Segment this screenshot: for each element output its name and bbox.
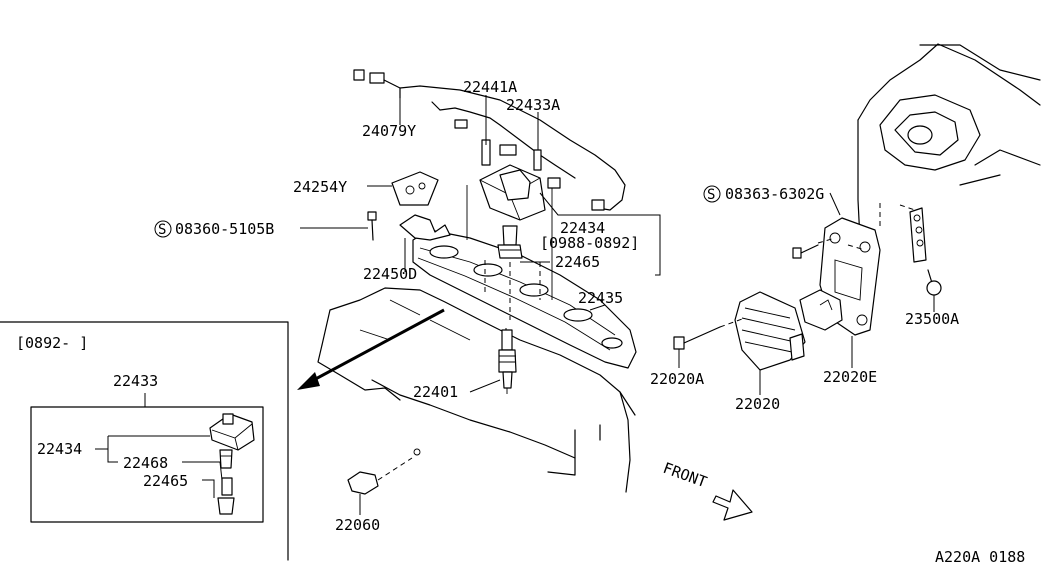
cover-24254Y	[391, 171, 439, 206]
bolt-08363-6302G	[792, 244, 819, 259]
s-symbol-icon	[154, 220, 172, 238]
label-front: FRONT	[661, 459, 710, 491]
inset-label-22468: 22468	[123, 454, 168, 472]
inset-leaders	[95, 393, 223, 498]
label-22401: 22401	[413, 383, 458, 401]
bracket-22020E	[799, 217, 881, 368]
label-22465: 22465	[555, 253, 600, 271]
inset-label-22433: 22433	[113, 372, 158, 390]
label-22020A: 22020A	[650, 370, 704, 388]
bracket-22450D	[399, 214, 451, 272]
leader-lines	[300, 95, 841, 393]
inset-frame	[0, 321, 289, 561]
label-22020E: 22020E	[823, 368, 877, 386]
direction-arrow	[297, 308, 445, 390]
s-symbol-icon-2	[703, 185, 721, 203]
drawing-code: A220A 0188	[935, 548, 1025, 566]
harness-24079Y	[353, 69, 626, 211]
module-22020	[734, 291, 806, 395]
label-22434: 22434	[560, 219, 605, 237]
label-22020: 22020	[735, 395, 780, 413]
label-22450D: 22450D	[363, 265, 417, 283]
s-symbol-text-2: S	[707, 187, 715, 203]
bolt-08360-5105B	[367, 211, 377, 241]
alignment-dashes	[817, 203, 916, 251]
label-22060: 22060	[335, 516, 380, 534]
spark-plug-22401	[498, 329, 517, 394]
bracket-23500A	[909, 207, 942, 312]
label-08363-6302G: 08363-6302G	[725, 185, 824, 203]
s-symbol-text: S	[158, 222, 166, 238]
label-23500A: 23500A	[905, 310, 959, 328]
label-22441A: 22441A	[463, 78, 517, 96]
inset-coil	[209, 413, 255, 515]
front-indicator	[712, 489, 753, 521]
label-22435: 22435	[578, 289, 623, 307]
inset-range-label: [0892- ]	[16, 334, 88, 352]
label-0988-0892: [0988-0892]	[540, 234, 639, 252]
ignition-coil	[466, 139, 553, 300]
label-24254Y: 24254Y	[293, 178, 347, 196]
inset-label-22434: 22434	[37, 440, 82, 458]
inset-label-22465: 22465	[143, 472, 188, 490]
engine-block-outline	[317, 287, 636, 493]
engine-housing	[857, 43, 1041, 261]
part-labels: 22441A 22433A 24079Y 24254Y S 08360-5105…	[16, 78, 1025, 566]
label-24079Y: 24079Y	[362, 122, 416, 140]
label-08360-5105B: 08360-5105B	[175, 220, 274, 238]
sensor-22060	[347, 448, 421, 515]
bolt-22020A	[673, 317, 746, 368]
rocker-cover-22435	[412, 229, 637, 369]
label-22433A: 22433A	[506, 96, 560, 114]
